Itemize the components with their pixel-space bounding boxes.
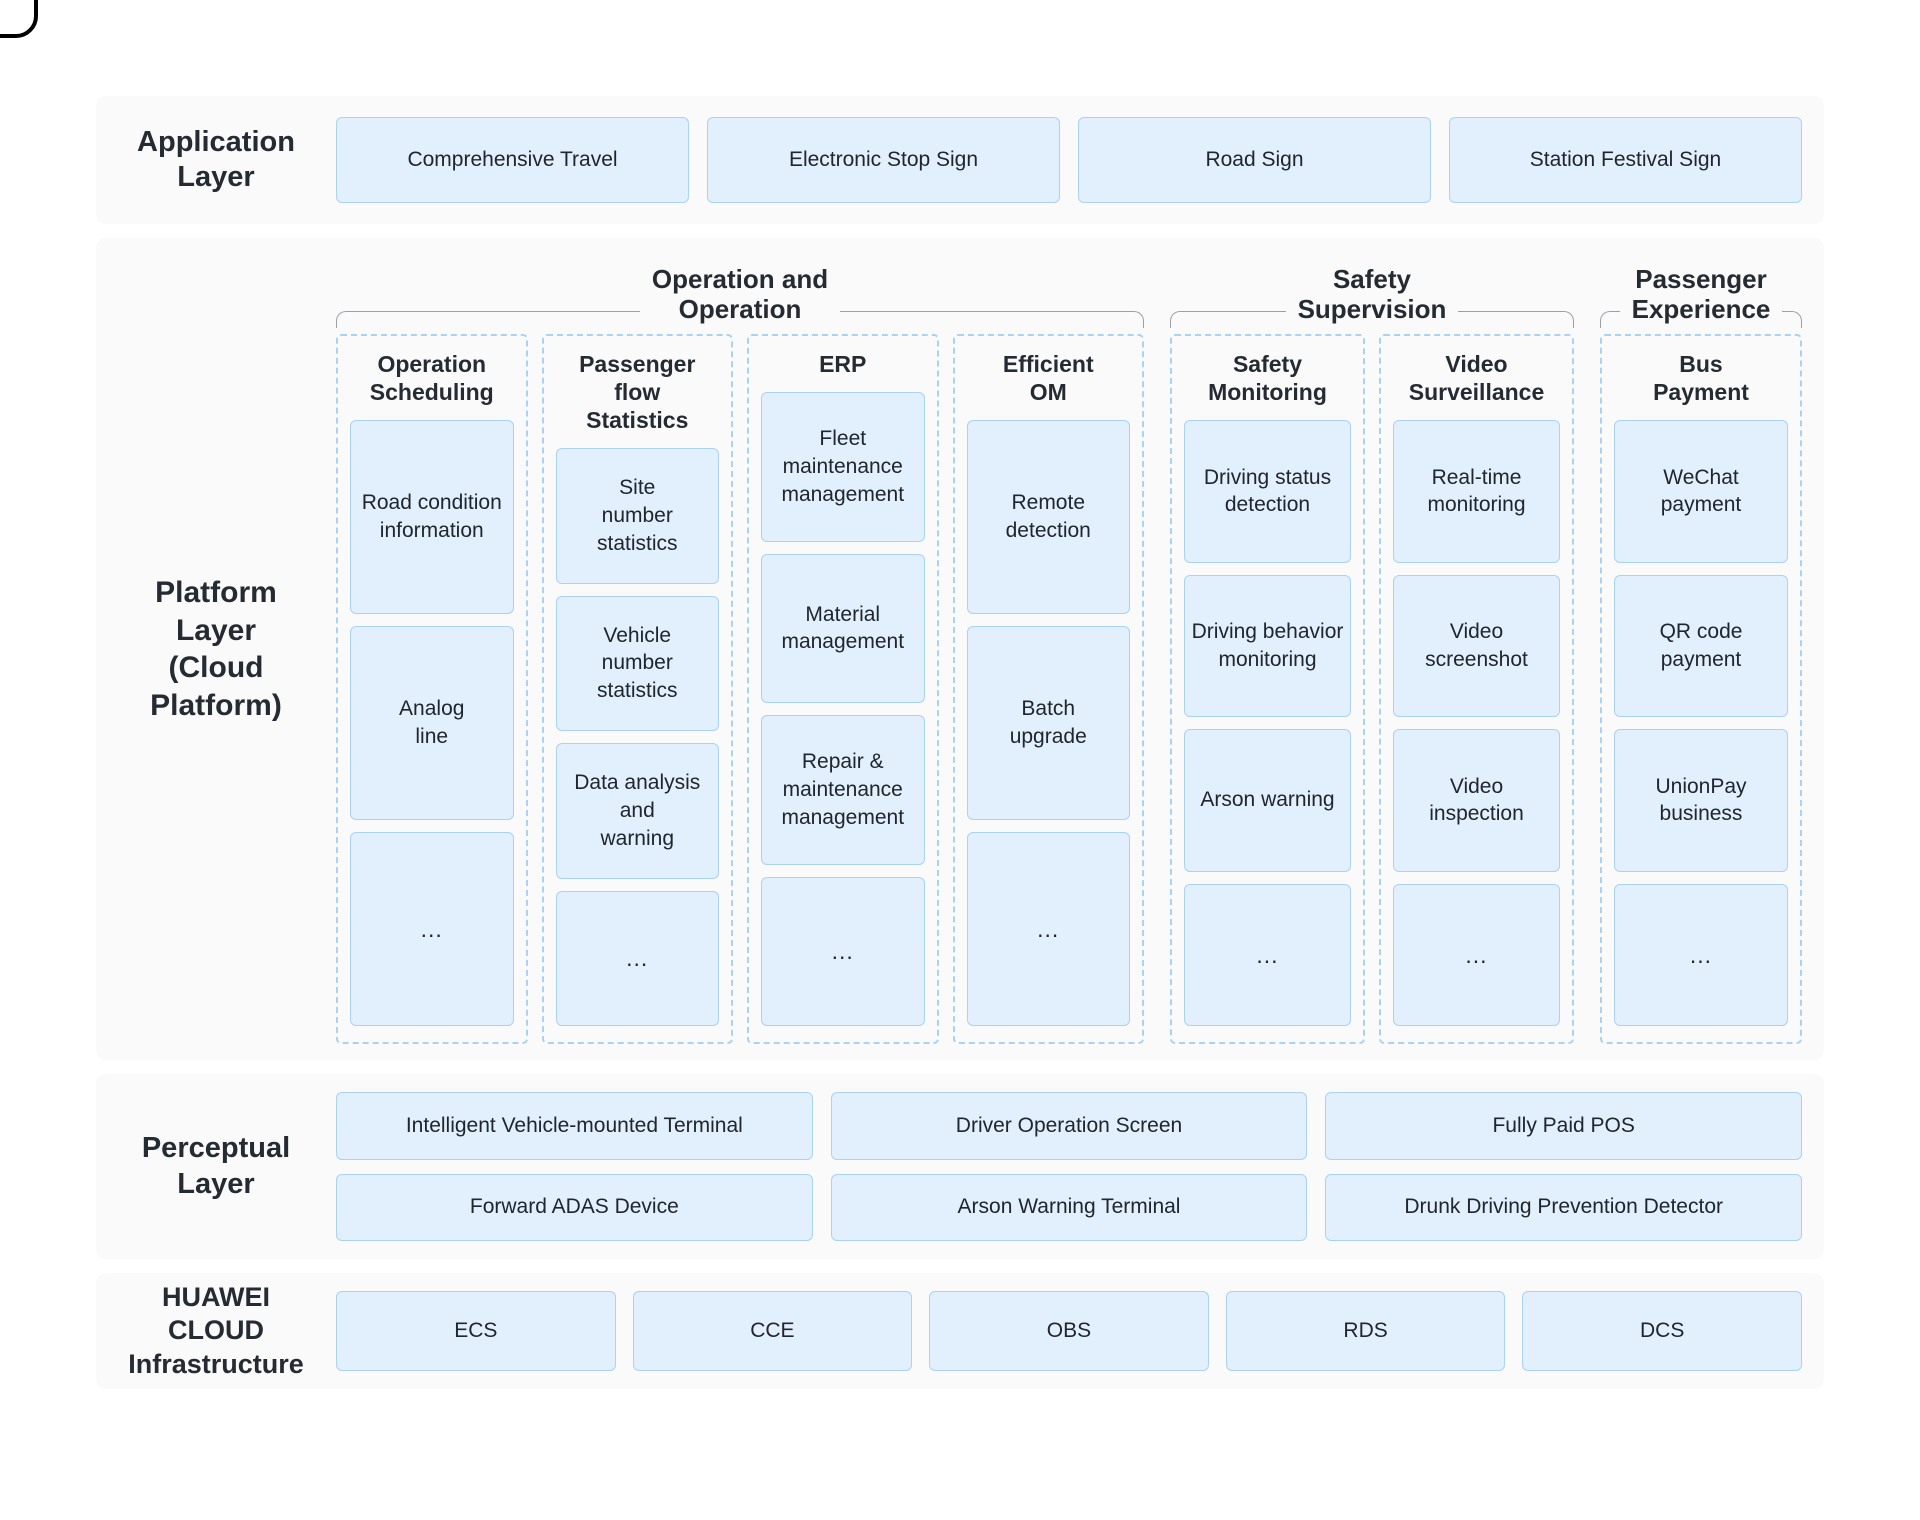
- group-title-passenger-experience: Passenger Experience: [1619, 264, 1783, 325]
- cloud-service-dcs[interactable]: DCS: [1522, 1291, 1802, 1371]
- perceptual-row: Forward ADAS Device Arson Warning Termin…: [336, 1173, 1803, 1241]
- application-layer-label: Application Layer: [137, 125, 295, 193]
- module-more-ellipsis[interactable]: ...: [1614, 883, 1788, 1027]
- perceptual-layer-label: Perceptual Layer: [141, 1132, 291, 1200]
- column-title-safety-monitoring: Safety Monitoring: [1208, 351, 1327, 406]
- module-wechat-payment[interactable]: WeChat payment: [1614, 420, 1788, 563]
- huawei-cloud-infrastructure-band: HUAWEI CLOUD Infrastructure ECS CCE OBS …: [96, 1273, 1824, 1389]
- module-more-ellipsis[interactable]: ...: [761, 876, 925, 1026]
- module-qr-code-payment[interactable]: QR code payment: [1614, 574, 1788, 718]
- perceptual-layer-band: Perceptual Layer Intelligent Vehicle-mou…: [96, 1074, 1824, 1259]
- module-unionpay-business[interactable]: UnionPay business: [1614, 729, 1788, 872]
- column-title-video-surveillance: Video Surveillance: [1408, 351, 1545, 406]
- module-remote-detection[interactable]: Remote detection: [966, 420, 1130, 615]
- group-passenger-experience: Passenger Experience: [1600, 260, 1802, 330]
- module-real-time-monitoring[interactable]: Real-time monitoring: [1393, 420, 1560, 563]
- module-material-management[interactable]: Material management: [761, 553, 925, 704]
- group-columns-passenger-experience: Bus Payment WeChat payment QR code payme…: [1600, 334, 1802, 1044]
- column-title-operation-scheduling: Operation Scheduling: [369, 351, 494, 406]
- column-items: Remote detection Batch upgrade ...: [966, 420, 1130, 1026]
- column-title-passenger-flow-statistics: Passenger flow Statistics: [579, 351, 696, 434]
- platform-columns-row: Operation Scheduling Road condition info…: [336, 334, 1802, 1044]
- column-operation-scheduling: Operation Scheduling Road condition info…: [336, 334, 528, 1044]
- module-more-ellipsis[interactable]: ...: [1184, 883, 1351, 1027]
- perceptual-item-intelligent-vehicle-mounted-terminal[interactable]: Intelligent Vehicle-mounted Terminal: [336, 1092, 813, 1160]
- module-vehicle-number-statistics[interactable]: Vehicle number statistics: [555, 595, 719, 732]
- application-item-comprehensive-travel[interactable]: Comprehensive Travel: [336, 117, 689, 203]
- module-video-inspection[interactable]: Video inspection: [1393, 729, 1560, 872]
- column-safety-monitoring: Safety Monitoring Driving status detecti…: [1170, 334, 1365, 1044]
- perceptual-row: Intelligent Vehicle-mounted Terminal Dri…: [336, 1092, 1803, 1160]
- column-items: Driving status detection Driving behavio…: [1184, 420, 1351, 1027]
- platform-layer-band: Platform Layer (Cloud Platform) Operatio…: [96, 238, 1824, 1060]
- column-items: Real-time monitoring Video screenshot Vi…: [1393, 420, 1560, 1027]
- perceptual-item-forward-adas-device[interactable]: Forward ADAS Device: [336, 1173, 813, 1241]
- perceptual-item-fully-paid-pos[interactable]: Fully Paid POS: [1325, 1092, 1803, 1160]
- application-item-road-sign[interactable]: Road Sign: [1078, 117, 1431, 203]
- perceptual-item-arson-warning-terminal[interactable]: Arson Warning Terminal: [830, 1173, 1308, 1241]
- column-items: Fleet maintenance management Material ma…: [761, 392, 925, 1026]
- column-title-bus-payment: Bus Payment: [1653, 351, 1749, 406]
- platform-layer-body: Operation and Operation Safety Supervisi…: [336, 238, 1824, 1060]
- module-batch-upgrade[interactable]: Batch upgrade: [966, 626, 1130, 821]
- column-title-efficient-om: Efficient OM: [1002, 351, 1094, 406]
- column-video-surveillance: Video Surveillance Real-time monitoring …: [1379, 334, 1574, 1044]
- module-driving-status-detection[interactable]: Driving status detection: [1184, 420, 1351, 563]
- module-more-ellipsis[interactable]: ...: [555, 890, 719, 1027]
- perceptual-layer-items: Intelligent Vehicle-mounted Terminal Dri…: [336, 1074, 1824, 1259]
- page-corner-mark: [0, 0, 38, 38]
- module-analog-line[interactable]: Analog line: [350, 626, 514, 821]
- group-safety-supervision: Safety Supervision: [1170, 260, 1574, 330]
- module-repair-and-maintenance-management[interactable]: Repair & maintenance management: [761, 715, 925, 865]
- column-efficient-om: Efficient OM Remote detection Batch upgr…: [952, 334, 1144, 1044]
- cloud-service-rds[interactable]: RDS: [1225, 1291, 1506, 1371]
- cloud-service-ecs[interactable]: ECS: [336, 1291, 616, 1371]
- module-arson-warning[interactable]: Arson warning: [1184, 729, 1351, 872]
- module-more-ellipsis[interactable]: ...: [350, 832, 514, 1026]
- module-fleet-maintenance-management[interactable]: Fleet maintenance management: [761, 392, 925, 542]
- module-video-screenshot[interactable]: Video screenshot: [1393, 574, 1560, 718]
- column-items: Site number statistics Vehicle number st…: [555, 448, 719, 1027]
- column-items: WeChat payment QR code payment UnionPay …: [1614, 420, 1788, 1027]
- column-items: Road condition information Analog line .…: [350, 420, 514, 1026]
- module-more-ellipsis[interactable]: ...: [1393, 883, 1560, 1027]
- module-data-analysis-and-warning[interactable]: Data analysis and warning: [555, 743, 719, 879]
- group-columns-safety-supervision: Safety Monitoring Driving status detecti…: [1170, 334, 1574, 1044]
- platform-group-headers: Operation and Operation Safety Supervisi…: [336, 260, 1802, 330]
- application-item-electronic-stop-sign[interactable]: Electronic Stop Sign: [707, 117, 1060, 203]
- module-driving-behavior-monitoring[interactable]: Driving behavior monitoring: [1184, 574, 1351, 718]
- group-title-safety-supervision: Safety Supervision: [1285, 264, 1459, 325]
- module-site-number-statistics[interactable]: Site number statistics: [555, 448, 719, 584]
- platform-layer-label: Platform Layer (Cloud Platform): [150, 576, 282, 722]
- group-columns-operation-and-operation: Operation Scheduling Road condition info…: [336, 334, 1144, 1044]
- group-operation-and-operation: Operation and Operation: [336, 260, 1144, 330]
- huawei-cloud-infrastructure-label: HUAWEI CLOUD Infrastructure: [128, 1281, 304, 1379]
- column-erp: ERP Fleet maintenance management Materia…: [747, 334, 939, 1044]
- perceptual-item-drunk-driving-prevention-detector[interactable]: Drunk Driving Prevention Detector: [1325, 1173, 1803, 1241]
- application-layer-items: Comprehensive Travel Electronic Stop Sig…: [336, 96, 1824, 224]
- huawei-cloud-items: ECS CCE OBS RDS DCS: [336, 1273, 1824, 1389]
- cloud-service-obs[interactable]: OBS: [929, 1291, 1209, 1371]
- column-bus-payment: Bus Payment WeChat payment QR code payme…: [1600, 334, 1802, 1044]
- column-title-erp: ERP: [819, 351, 867, 377]
- cloud-service-cce[interactable]: CCE: [632, 1291, 913, 1371]
- column-passenger-flow-statistics: Passenger flow Statistics Site number st…: [541, 334, 733, 1044]
- module-road-condition-information[interactable]: Road condition information: [350, 420, 514, 615]
- module-more-ellipsis[interactable]: ...: [966, 832, 1130, 1026]
- application-layer-band: Application Layer Comprehensive Travel E…: [96, 96, 1824, 224]
- group-title-operation-and-operation: Operation and Operation: [639, 264, 841, 325]
- perceptual-item-driver-operation-screen[interactable]: Driver Operation Screen: [830, 1092, 1308, 1160]
- application-item-station-festival-sign[interactable]: Station Festival Sign: [1449, 117, 1802, 203]
